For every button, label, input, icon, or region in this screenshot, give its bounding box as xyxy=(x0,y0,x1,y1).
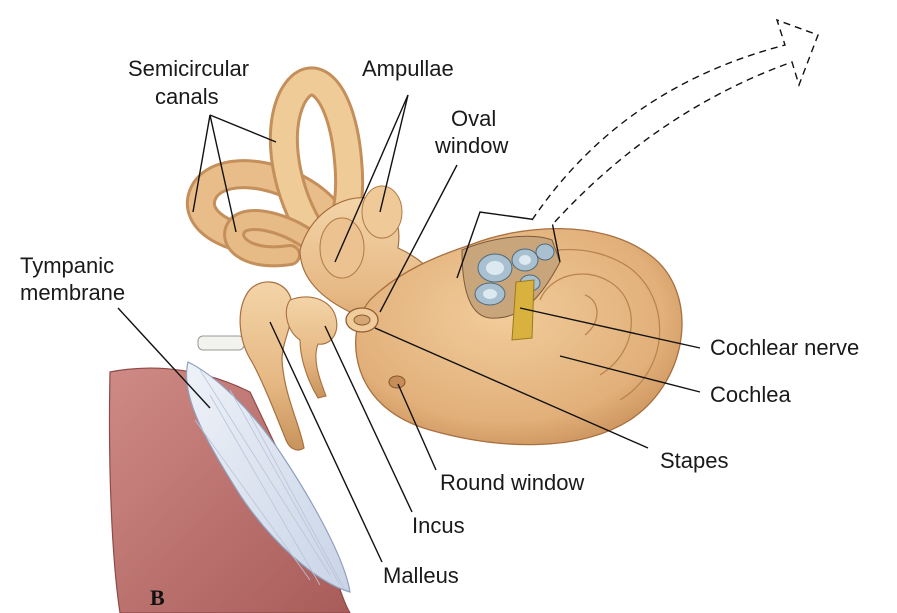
label-cochlea: Cochlea xyxy=(710,382,791,407)
label-stapes: Stapes xyxy=(660,448,729,473)
ampulla-right xyxy=(362,186,402,238)
magnify-arrow xyxy=(532,20,818,225)
label-incus: Incus xyxy=(412,513,465,538)
label-malleus: Malleus xyxy=(383,563,459,588)
stapes-shape xyxy=(346,308,378,332)
label-round-window: Round window xyxy=(440,470,584,495)
label-semicircular-canals-line2: canals xyxy=(155,84,219,109)
label-ampullae: Ampullae xyxy=(362,56,454,81)
figure-letter: B xyxy=(150,585,165,610)
incus-shape xyxy=(286,297,336,398)
label-cochlear-nerve: Cochlear nerve xyxy=(710,335,859,360)
label-tympanic-membrane-line1: Tympanic xyxy=(20,253,114,278)
round-window-shape xyxy=(389,376,405,388)
label-oval-window-line2: window xyxy=(434,133,508,158)
ampulla-left xyxy=(320,218,364,278)
label-oval-window-line1: Oval xyxy=(451,106,496,131)
label-tympanic-membrane-line2: membrane xyxy=(20,280,125,305)
label-semicircular-canals-line1: Semicircular xyxy=(128,56,249,81)
tendon-stub xyxy=(198,336,244,350)
